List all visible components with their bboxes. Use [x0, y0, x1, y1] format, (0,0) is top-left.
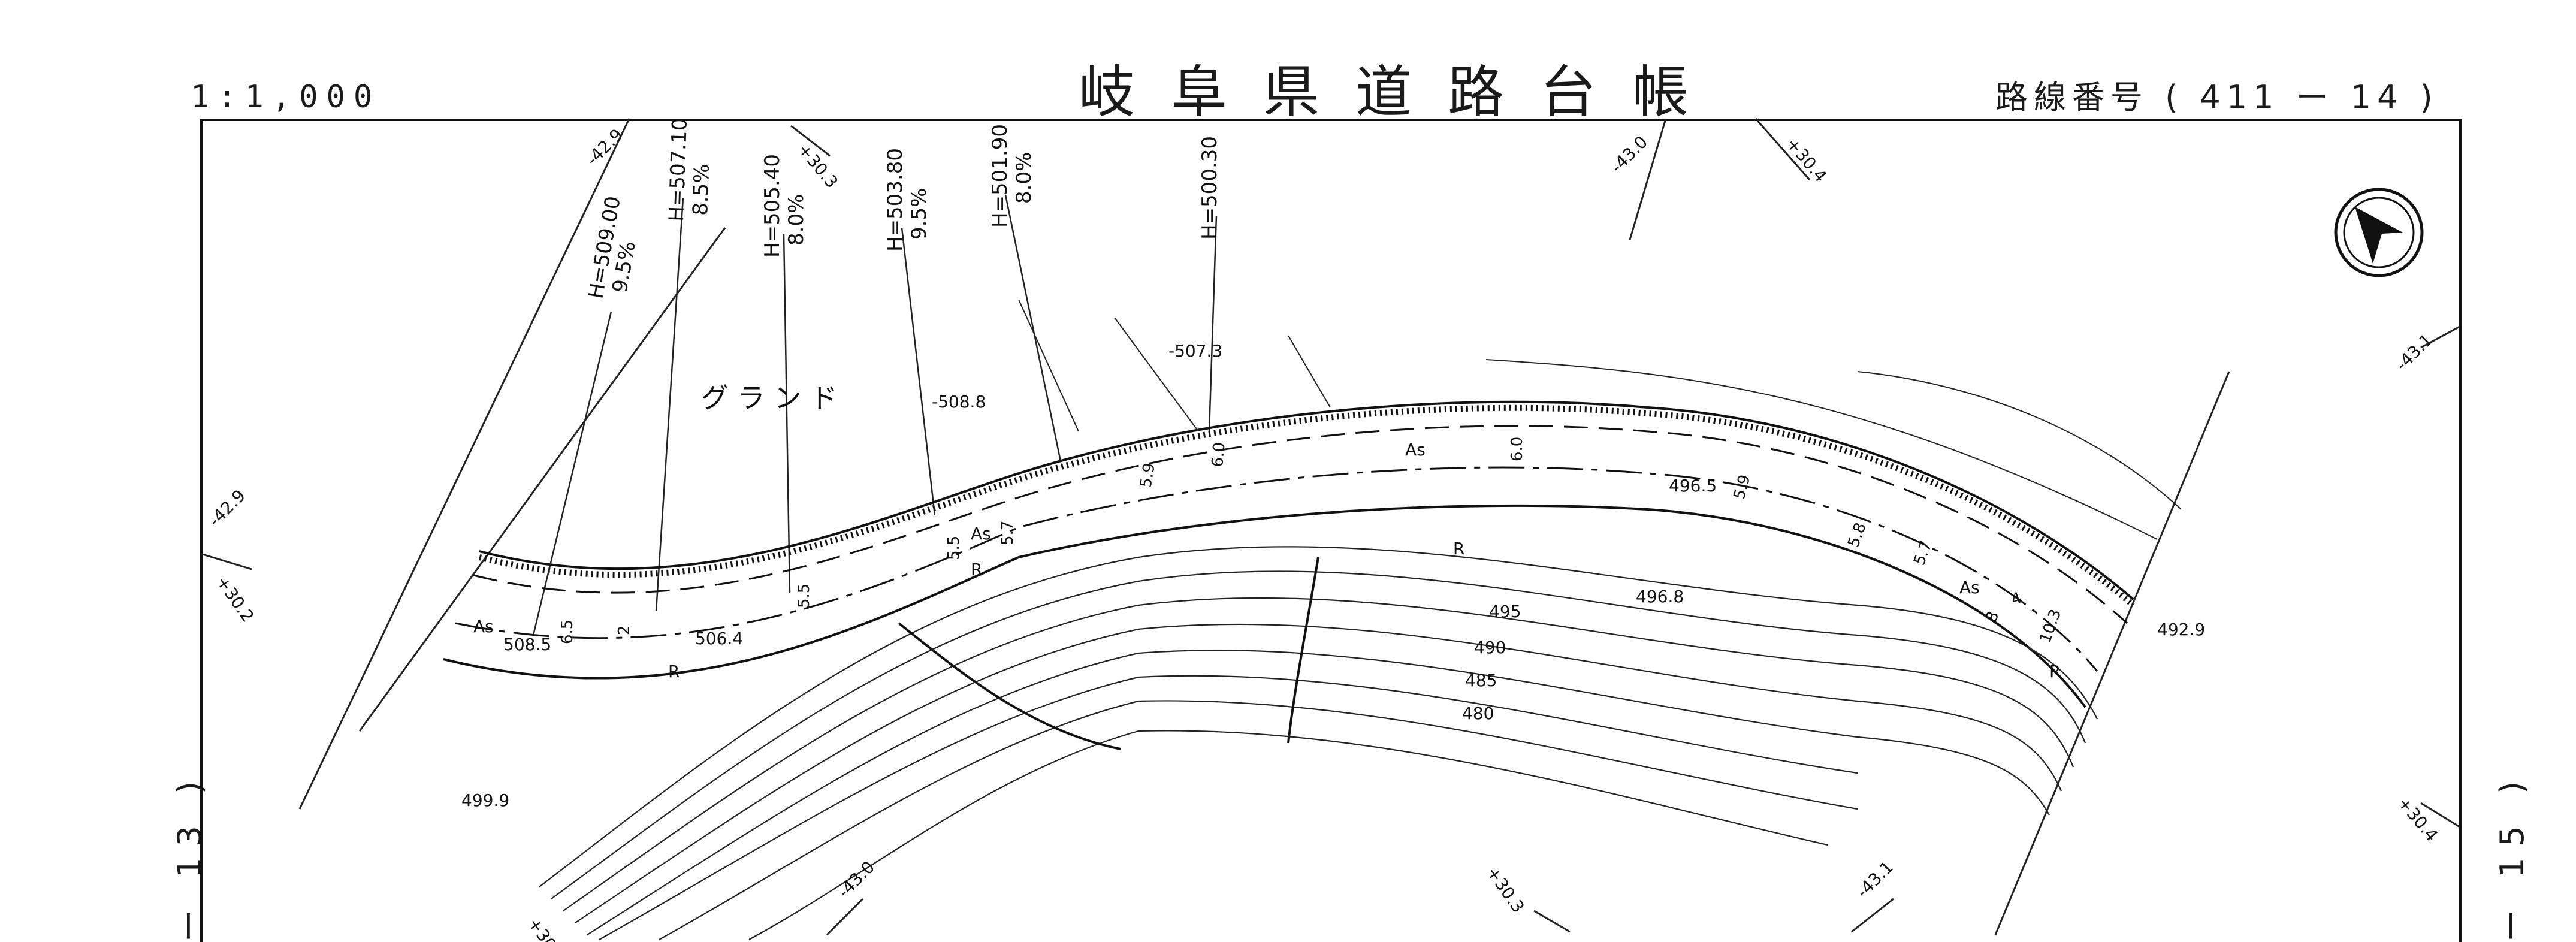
spot-elevation-8: 492.9	[2157, 620, 2205, 639]
width-label-5: 5.7	[999, 521, 1017, 545]
grid-label-7: -43.0	[834, 857, 879, 902]
spot-elevation-4: 506.4	[695, 629, 743, 648]
width-label-12: 8	[1982, 609, 2003, 625]
contour-label-4: 480	[1462, 704, 1494, 723]
spot-elevation-3: 508.5	[503, 635, 551, 654]
road-label-6: R	[971, 560, 982, 579]
road-label-2: As	[971, 524, 991, 544]
grid-label-11: -42.9	[205, 485, 250, 530]
grid-label-9: -43.1	[1853, 857, 1898, 902]
drainage-line-2	[898, 622, 1121, 750]
road-label-8: R	[2049, 662, 2061, 681]
section-height-2: H=507.10	[665, 117, 692, 222]
grid-label-12: +30.2	[524, 914, 569, 942]
width-label-2: 2	[615, 625, 633, 635]
retaining-wall-hatch	[478, 404, 2136, 608]
spot-elevation-2: -508.8	[932, 392, 986, 412]
grid-label-1: -42.9	[582, 125, 627, 170]
width-label-9: 5.9	[1731, 473, 1754, 502]
embankment-lines	[1018, 299, 2182, 540]
map-frame	[200, 119, 2462, 942]
grid-label-3: -43.0	[1607, 132, 1652, 177]
section-height-6: H=500.30	[1198, 136, 1222, 240]
width-label-4: 5.5	[945, 536, 963, 560]
road-edges	[443, 400, 2134, 708]
section-height-4: H=503.80	[883, 148, 907, 252]
width-label-10: 5.8	[1844, 520, 1870, 550]
spot-elevation-1: -507.3	[1168, 341, 1222, 361]
sheet-title: 岐阜県道路台帳	[1079, 60, 1725, 125]
grid-lines	[202, 118, 2460, 936]
section-lines	[532, 194, 1218, 636]
section-grade-3: 8.0%	[784, 194, 808, 246]
road-label-1: As	[473, 617, 494, 636]
grid-label-8: +30.3	[1482, 863, 1528, 916]
north-arrow-icon	[2334, 188, 2424, 277]
section-height-5: H=501.90	[988, 124, 1012, 228]
map-labels: グ ラ ン ド H=509.00 9.5% H=507.10 8.5% H=50…	[205, 117, 2442, 942]
spot-elevation-6: 496.5	[1669, 476, 1717, 496]
place-label: グ ラ ン ド	[701, 382, 838, 414]
road-label-3: As	[1405, 440, 1426, 460]
route-number: 路線番号 ( 411 ー 14 )	[1995, 78, 2439, 116]
road-label-4: As	[1959, 578, 1980, 597]
road-label-5: R	[668, 662, 680, 681]
width-label-3: 5.5	[795, 584, 813, 608]
drainage-line	[1287, 557, 1319, 744]
section-grade-2: 8.5%	[688, 164, 714, 216]
width-label-8: 6.0	[1508, 437, 1526, 461]
section-height-3: H=505.40	[760, 154, 784, 258]
section-grade-5: 8.0%	[1012, 152, 1036, 204]
grid-label-5: -43.1	[2392, 330, 2437, 375]
section-grade-4: 9.5%	[907, 188, 931, 240]
contour-lines	[539, 546, 2098, 940]
spot-elevation-7: 496.8	[1636, 587, 1684, 606]
contour-label-1: 495	[1489, 602, 1521, 621]
width-label-14: 4	[2009, 589, 2024, 609]
scale-label: 1:1,000	[191, 79, 381, 115]
width-label-7: 6.0	[1209, 442, 1228, 468]
width-label-13: 10.3	[2036, 607, 2065, 646]
grid-label-10: +30.4	[2394, 793, 2442, 845]
grid-label-4: +30.4	[1783, 134, 1831, 186]
width-label-6: 5.9	[1137, 461, 1159, 489]
width-label-1: 6.5	[558, 620, 576, 644]
spot-elevation-5: 499.9	[461, 790, 509, 810]
road-label-7: R	[1453, 539, 1464, 558]
width-label-11: 5.7	[1910, 538, 1935, 567]
contour-label-3: 485	[1465, 671, 1497, 690]
contour-label-2: 490	[1474, 638, 1506, 657]
grid-label-6: +30.2	[212, 572, 258, 626]
